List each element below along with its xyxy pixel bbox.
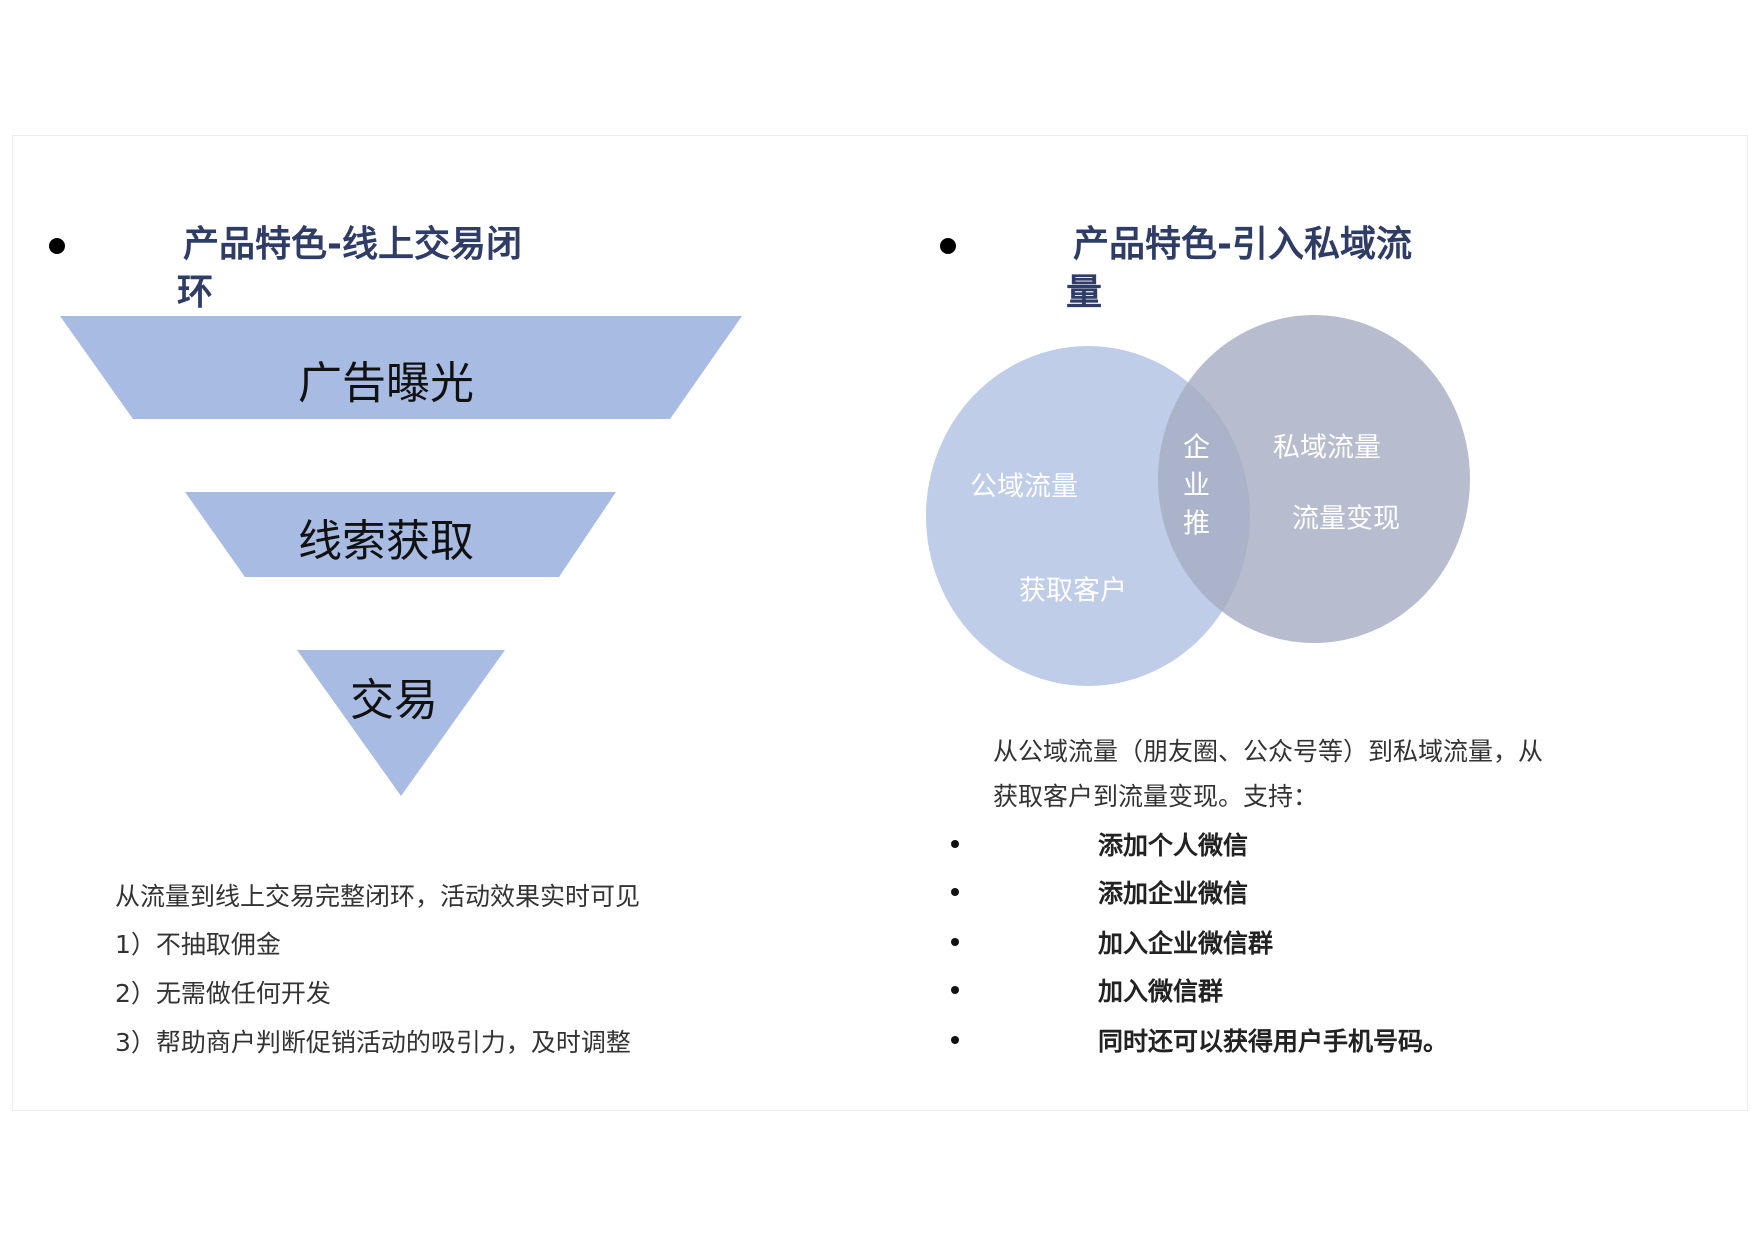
venn-circle-private	[1158, 315, 1470, 643]
right-title-line2: 量	[1066, 272, 1103, 313]
bullet-icon	[940, 238, 956, 254]
funnel-stage-3	[297, 650, 505, 796]
list-item: 添加个人微信	[1098, 831, 1249, 860]
slide-card	[12, 135, 1748, 1111]
venn-label-overlap-1: 企	[1183, 432, 1210, 464]
bullet-icon	[49, 238, 65, 254]
left-title-line1: 产品特色-线上交易闭	[183, 224, 522, 265]
list-bullet-icon	[951, 1036, 959, 1044]
left-point-1: 1）不抽取佣金	[115, 930, 281, 959]
left-title-line2: 环	[177, 272, 214, 313]
funnel-label-2: 线索获取	[298, 516, 474, 567]
right-title-line1: 产品特色-引入私域流	[1073, 224, 1412, 265]
right-paragraph-line1: 从公域流量（朋友圈、公众号等）到私域流量，从	[993, 737, 1544, 766]
venn-label-acquire-customers: 获取客户	[1019, 575, 1127, 607]
list-bullet-icon	[951, 840, 959, 848]
funnel-stage-2	[185, 492, 616, 577]
list-bullet-icon	[951, 986, 959, 994]
list-bullet-icon	[951, 938, 959, 946]
list-item: 同时还可以获得用户手机号码。	[1098, 1027, 1449, 1056]
list-bullet-icon	[951, 888, 959, 896]
right-paragraph-line2: 获取客户到流量变现。支持：	[993, 782, 1319, 811]
funnel-stage-1	[60, 316, 742, 419]
venn-label-monetization: 流量变现	[1292, 503, 1400, 535]
venn-label-private-traffic: 私域流量	[1273, 432, 1381, 464]
funnel-label-3: 交易	[350, 675, 438, 726]
left-description: 从流量到线上交易完整闭环，活动效果实时可见	[115, 882, 641, 911]
venn-label-overlap-2: 业	[1183, 470, 1210, 502]
list-item: 添加企业微信	[1098, 879, 1249, 908]
list-item: 加入微信群	[1098, 977, 1224, 1006]
funnel-label-1: 广告曝光	[298, 358, 474, 409]
venn-label-overlap-3: 推	[1183, 508, 1210, 540]
venn-label-public-traffic: 公域流量	[970, 471, 1078, 503]
left-point-2: 2）无需做任何开发	[115, 979, 331, 1008]
left-point-3: 3）帮助商户判断促销活动的吸引力，及时调整	[115, 1028, 631, 1057]
list-item: 加入企业微信群	[1098, 929, 1274, 958]
